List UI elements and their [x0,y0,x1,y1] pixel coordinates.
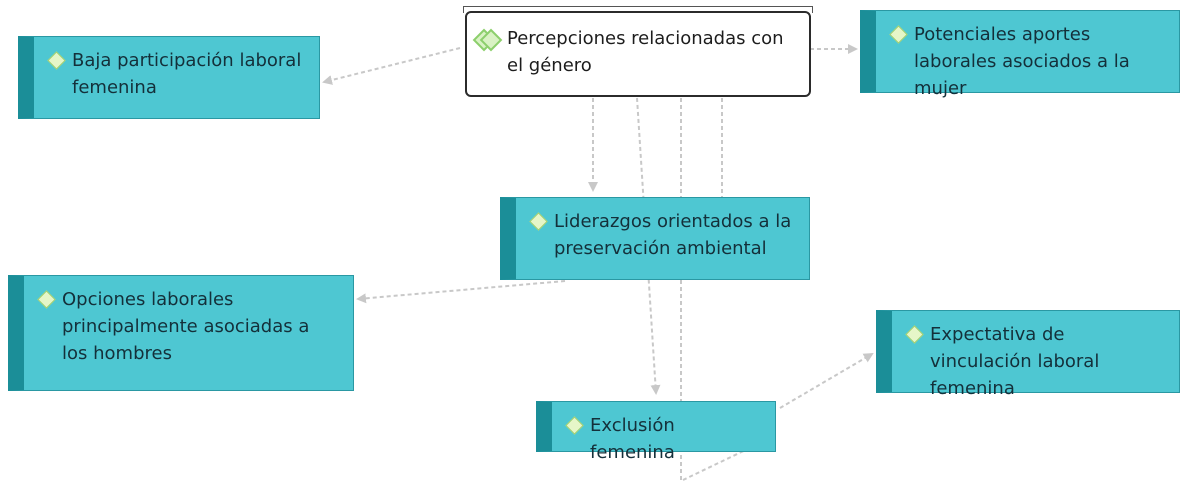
node-exclusion-femenina[interactable]: Exclusión femenina [536,401,776,463]
node-potenciales-aportes[interactable]: Potenciales aportes laborales asociados … [860,10,1180,99]
edge-root-baja [322,47,461,85]
root-node[interactable]: Percepciones relacionadas con el género [465,11,811,97]
double-diamond-icon [472,28,503,52]
node-baja-participacion[interactable]: Baja participación laboral femenina [18,36,320,119]
node-label: Opciones laborales principalmente asocia… [62,289,310,364]
diamond-icon [37,290,56,309]
node-label: Expectativa de vinculación laboral femen… [930,324,1100,399]
node-label: Exclusión femenina [590,415,675,463]
edge-liderazgos-opciones [356,280,566,304]
node-label: Liderazgos orientados a la preservación … [554,211,792,259]
node-label: Potenciales aportes laborales asociados … [914,24,1130,99]
node-liderazgos[interactable]: Liderazgos orientados a la preservación … [500,197,810,280]
root-node-topbar [463,6,813,13]
diamond-icon [905,325,924,344]
node-opciones-laborales[interactable]: Opciones laborales principalmente asocia… [8,275,354,391]
diamond-icon [565,416,584,435]
diamond-icon [47,51,66,70]
root-node-label: Percepciones relacionadas con el género [507,28,784,76]
diamond-icon [889,25,908,44]
edge-exclusion-expectativa [779,352,874,409]
node-expectativa-vinculacion[interactable]: Expectativa de vinculación laboral femen… [876,310,1180,399]
node-label: Baja participación laboral femenina [72,50,302,98]
diamond-icon [529,212,548,231]
